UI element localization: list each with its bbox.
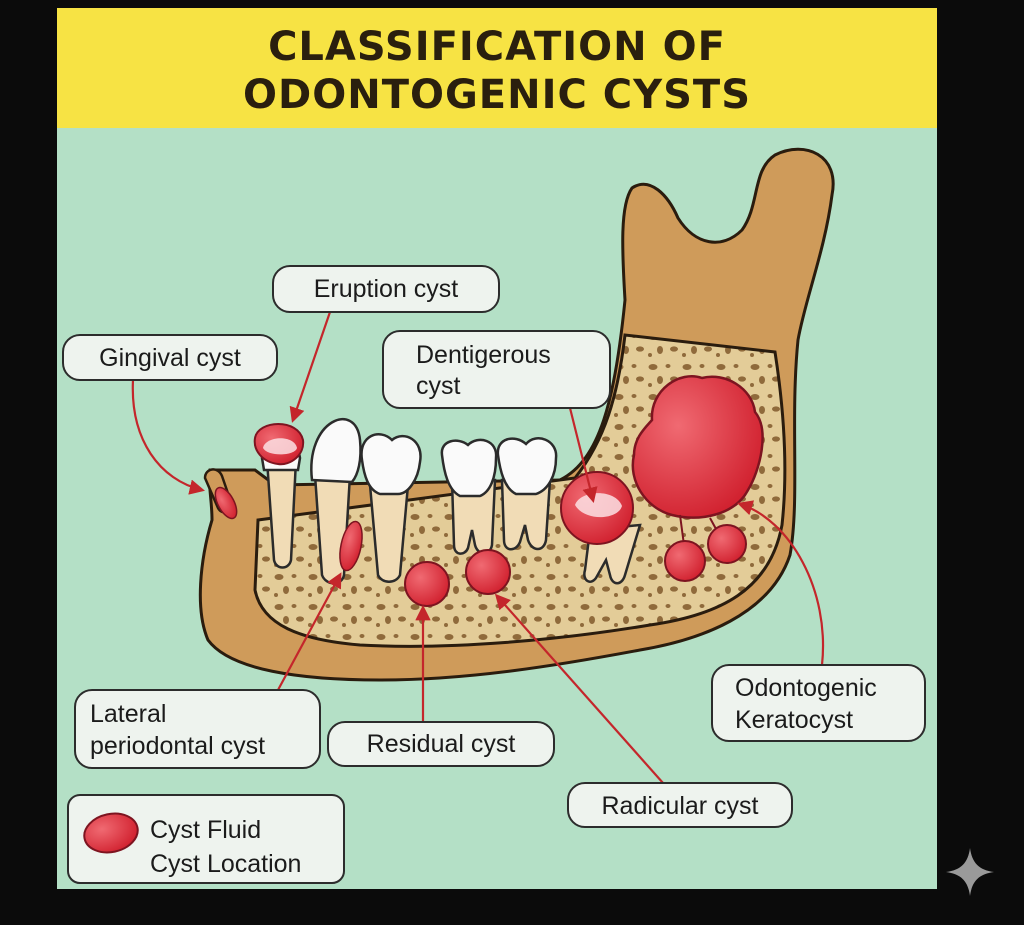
legend-line-2: Cyst Location bbox=[150, 850, 301, 878]
label-dentigerous-line1: Dentigerous bbox=[416, 341, 551, 369]
arrow-gingival bbox=[131, 379, 205, 495]
label-lateral-line2: periodontal cyst bbox=[90, 732, 265, 760]
tooth-4-root bbox=[450, 478, 497, 555]
title-line-1: CLASSIFICATION OF bbox=[268, 24, 726, 70]
arrow-radicular bbox=[494, 593, 664, 784]
tooth-4-crown bbox=[440, 438, 498, 498]
label-keratocyst-line2: Keratocyst bbox=[735, 706, 853, 734]
tooth-3-root bbox=[368, 483, 410, 583]
label-dentigerous: Dentigerous cyst bbox=[382, 330, 611, 409]
label-lateral: Lateral periodontal cyst bbox=[74, 689, 321, 769]
label-radicular: Radicular cyst bbox=[567, 782, 793, 828]
keratocyst-daughter-1 bbox=[664, 540, 706, 582]
title-line-2: ODONTOGENIC CYSTS bbox=[243, 72, 751, 118]
label-dentigerous-line2: cyst bbox=[416, 372, 461, 400]
tooth-5-crown bbox=[496, 437, 558, 496]
eruption-cyst-crown bbox=[263, 438, 297, 455]
arrow-dentigerous bbox=[568, 407, 598, 503]
arrow-lateral bbox=[277, 572, 342, 691]
legend: Cyst Fluid Cyst Location bbox=[67, 794, 345, 884]
tooth-5-root bbox=[500, 478, 552, 551]
label-gingival-text: Gingival cyst bbox=[99, 344, 241, 372]
legend-line-1: Cyst Fluid bbox=[150, 816, 261, 844]
label-keratocyst-line1: Odontogenic bbox=[735, 674, 877, 702]
cysts bbox=[214, 375, 764, 607]
label-gingival: Gingival cyst bbox=[62, 334, 278, 381]
gingival-cyst bbox=[214, 486, 238, 520]
label-residual: Residual cyst bbox=[327, 721, 555, 767]
label-radicular-text: Radicular cyst bbox=[602, 792, 759, 820]
label-eruption: Eruption cyst bbox=[272, 265, 500, 313]
tooth-1-root bbox=[265, 458, 298, 569]
lateral-periodontal-cyst bbox=[339, 520, 363, 572]
arrow-eruption bbox=[289, 311, 332, 423]
title-band bbox=[57, 8, 937, 128]
sparkle-icon bbox=[946, 848, 994, 896]
keratocyst-daughter-2 bbox=[707, 524, 747, 564]
label-keratocyst: Odontogenic Keratocyst bbox=[711, 664, 926, 742]
tooth-3-crown bbox=[360, 433, 422, 496]
label-eruption-text: Eruption cyst bbox=[314, 275, 459, 303]
label-residual-text: Residual cyst bbox=[367, 730, 516, 758]
label-lateral-line1: Lateral bbox=[90, 700, 166, 728]
tooth-2-crown bbox=[310, 418, 362, 484]
leader-arrows bbox=[131, 311, 825, 784]
residual-cyst bbox=[404, 561, 450, 607]
arrow-keratocyst bbox=[737, 500, 825, 666]
radicular-cyst bbox=[465, 549, 511, 595]
odontogenic-keratocyst bbox=[631, 375, 764, 519]
legend-cyst-swatch bbox=[83, 812, 139, 854]
